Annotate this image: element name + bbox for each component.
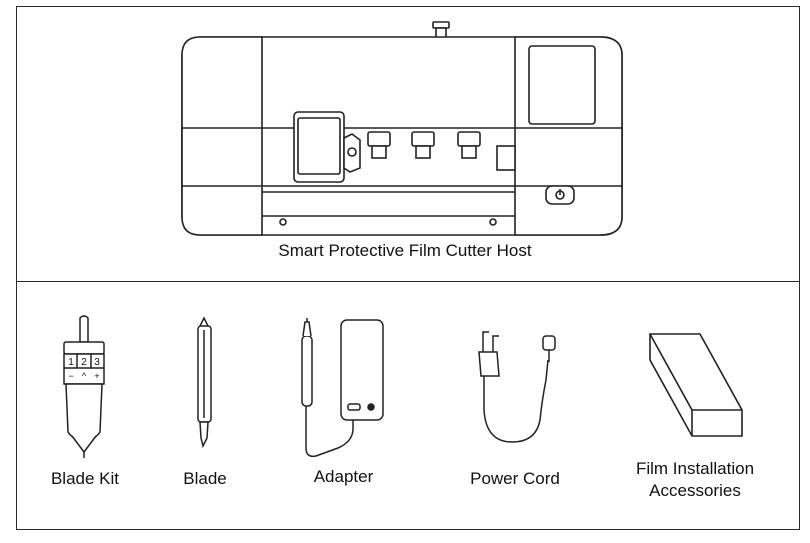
blade-kit-scale-3: 3 [94,357,100,368]
film-accessories-caption: Film Installation Accessories [610,458,780,502]
blade-kit-sign-caret: ^ [82,371,87,381]
power-adapter-icon [301,318,384,458]
host-caption: Smart Protective Film Cutter Host [278,241,532,260]
blade-caption: Blade [183,469,227,488]
power-cord-caption: Power Cord [470,469,560,488]
film-accessories-caption-line2: Accessories [649,481,741,500]
blade-icon [197,316,212,449]
accessories-box-icon [649,333,743,437]
blade-kit-sign-minus: − [68,371,73,381]
accessories-panel [16,282,800,530]
power-cord-icon [478,331,556,443]
blade-kit-scale-1: 1 [68,357,74,368]
film-cutter-machine-icon [181,21,623,236]
blade-kit-icon [63,315,105,458]
adapter-caption: Adapter [313,467,374,486]
blade-kit-caption: Blade Kit [50,469,120,488]
blade-kit-sign-plus: + [94,371,99,381]
film-accessories-caption-line1: Film Installation [635,459,755,478]
blade-kit-scale-2: 2 [81,357,87,368]
